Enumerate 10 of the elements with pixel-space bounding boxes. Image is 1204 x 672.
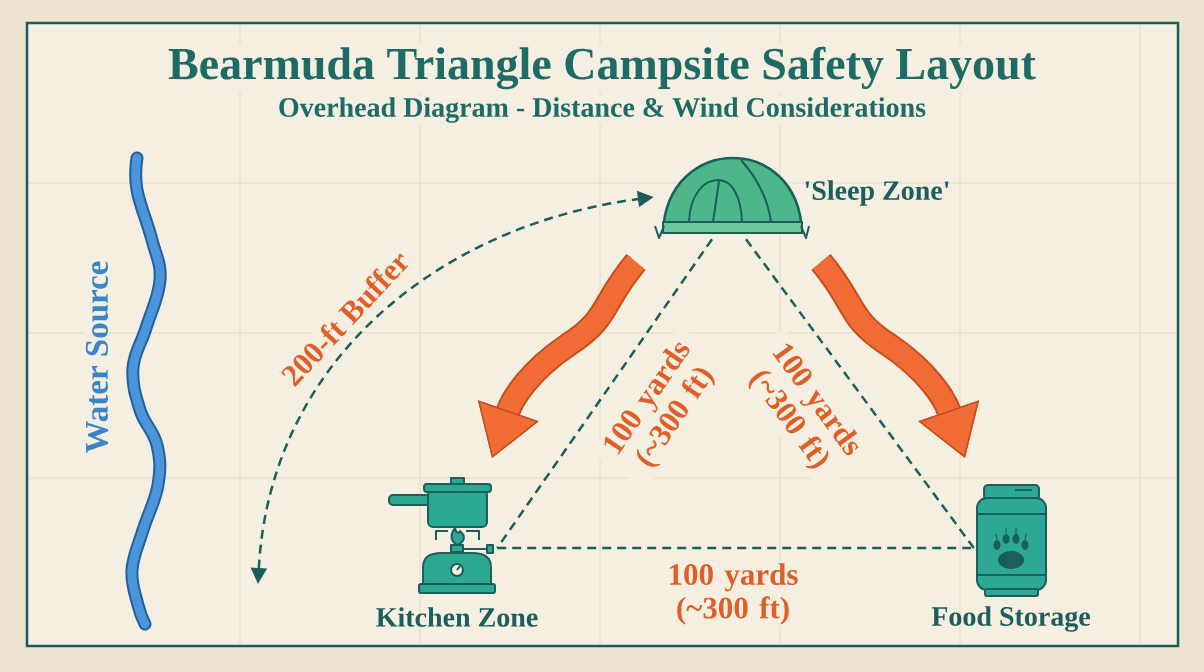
subtitle: Overhead Diagram - Distance & Wind Considerations: [276, 96, 928, 124]
zone-label: Food Storage: [931, 606, 1090, 632]
zone-label: Kitchen Zone: [376, 607, 538, 627]
river-label: Water Source: [84, 259, 110, 455]
dashed-line: [745, 238, 975, 549]
dashed-line: [496, 238, 714, 549]
title: Bearmuda Triangle Campsite Safety Layout: [166, 44, 1038, 92]
dashed-line: [497, 546, 974, 550]
edge-label: 100 yards (~300 ft): [656, 561, 810, 627]
zone-label: 'Sleep Zone': [805, 180, 949, 206]
